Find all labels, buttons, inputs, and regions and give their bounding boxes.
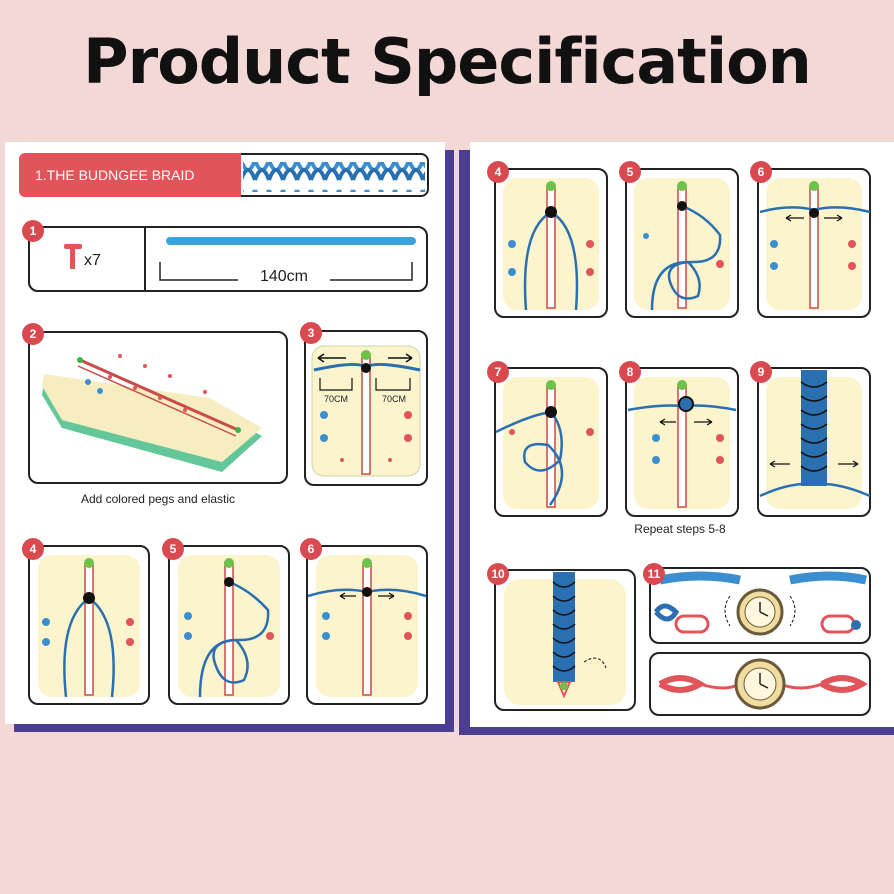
step-badge-r8: 8: [619, 361, 641, 383]
step-badge-r6: 6: [750, 161, 772, 183]
right-step11-bottom-box: [649, 652, 871, 716]
step-badge-5: 5: [162, 538, 184, 560]
step-badge-4: 4: [22, 538, 44, 560]
step3-box: [304, 330, 428, 486]
step3-right-length-label: 70CM: [381, 394, 406, 404]
step-badge-r11: 11: [643, 563, 665, 585]
step2-board-box: [28, 331, 288, 484]
step-badge-r10: 10: [487, 563, 509, 585]
step3-left-length-label: 70CM: [323, 394, 348, 404]
step-badge-r9: 9: [750, 361, 772, 383]
left-step5-box: [168, 545, 290, 705]
right-step5-box: [625, 168, 739, 318]
step-badge-3: 3: [300, 322, 322, 344]
page-title: Product Specification: [83, 25, 812, 98]
right-step6-box: [757, 168, 871, 318]
right-step9-box: [757, 367, 871, 517]
right-step10-box: [494, 569, 636, 711]
right-step8-box: [625, 367, 739, 517]
step1-peg-divider: [28, 226, 146, 292]
board-caption: Add colored pegs and elastic: [80, 492, 236, 506]
step-badge-r5: 5: [619, 161, 641, 183]
step-badge-r4: 4: [487, 161, 509, 183]
braid-title-banner: 1.THE BUDNGEE BRAID: [19, 153, 241, 197]
step-badge-1: 1: [22, 220, 44, 242]
left-step6-box: [306, 545, 428, 705]
right-step4-box: [494, 168, 608, 318]
step-badge-6: 6: [300, 538, 322, 560]
right-step7-box: [494, 367, 608, 517]
step-badge-2: 2: [22, 323, 44, 345]
left-step4-box: [28, 545, 150, 705]
right-step11-top-box: [649, 567, 871, 644]
cord-length-label: 140cm: [238, 268, 330, 286]
braid-pattern-icon: [243, 162, 425, 192]
repeat-caption: Repeat steps 5-8: [634, 522, 726, 536]
step-badge-r7: 7: [487, 361, 509, 383]
peg-count-label: x7: [84, 252, 101, 269]
braid-sample-strip: [241, 153, 429, 197]
